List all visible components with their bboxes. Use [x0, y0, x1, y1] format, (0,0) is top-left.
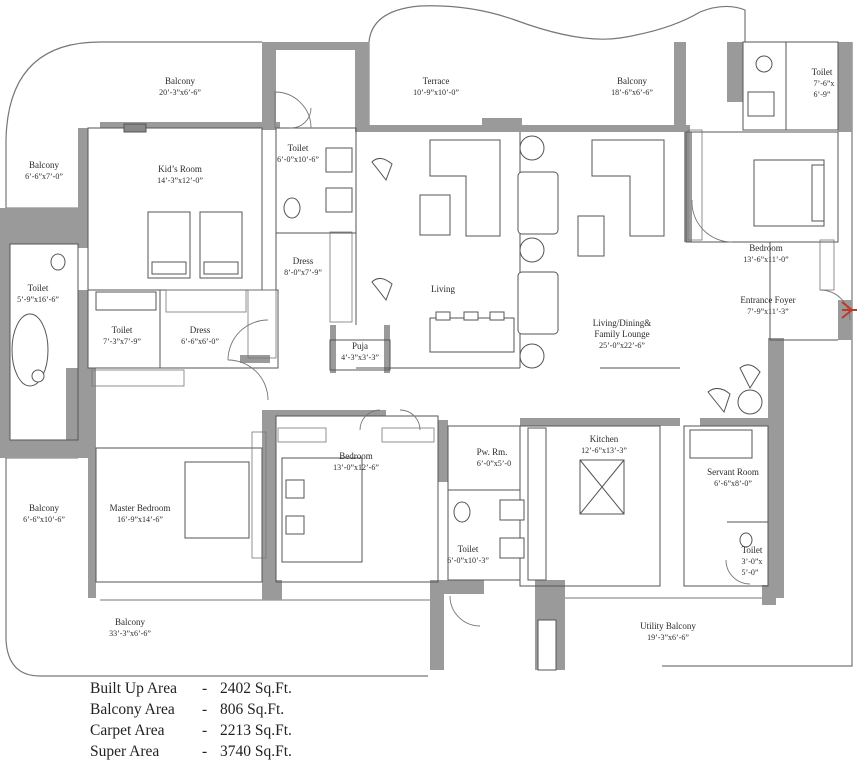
area-name: Super Area: [90, 743, 160, 760]
area-separator: -: [202, 743, 208, 760]
doors: [227, 91, 851, 627]
area-name: Carpet Area: [90, 722, 165, 739]
label-toilet-servant: Toilet: [742, 545, 763, 555]
dim-living-dining: 25’-0”x22’-6”: [599, 341, 645, 350]
dim-utility-balcony: 19’-3”x6’-6”: [647, 633, 689, 642]
label-balcony-left-lower: Balcony: [29, 503, 59, 513]
dim-entrance-foyer: 7’-9”x11’-3”: [747, 307, 789, 316]
label-balcony-top-right: Balcony: [617, 76, 647, 86]
label-entrance-foyer: Entrance Foyer: [740, 295, 795, 305]
label-pw-rm: Pw. Rm.: [477, 447, 508, 457]
label-living-dining-2: Family Lounge: [594, 329, 649, 339]
label-toilet-top-right: Toilet: [812, 67, 833, 77]
label-balcony-bottom: Balcony: [115, 617, 145, 627]
area-value: 2402 Sq.Ft.: [220, 680, 292, 697]
area-name: Built Up Area: [90, 680, 177, 697]
label-dress-mid: Dress: [293, 256, 314, 266]
dim-dress-master: 6’-6”x6’-0”: [181, 337, 219, 346]
label-dress-master: Dress: [190, 325, 211, 335]
label-utility-balcony: Utility Balcony: [640, 621, 696, 631]
label-terrace: Terrace: [423, 76, 450, 86]
label-balcony-top-left: Balcony: [165, 76, 195, 86]
dim-balcony-bottom: 33’-3”x6’-6”: [109, 629, 151, 638]
dim-pw-rm: 6’-0”x5’-0: [477, 459, 511, 468]
dim-balcony-left-upper: 6’-6”x7’-0”: [25, 172, 63, 181]
dim-toilet-left: 5’-9”x16’-6”: [17, 295, 59, 304]
dim-toilet-servant-1: 3’-0”x: [742, 557, 763, 566]
label-servant-room: Servant Room: [707, 467, 759, 477]
dim-toilet-kids: 6’-0”x10’-6”: [277, 155, 319, 164]
dim-toilet-mid: 6’-0”x10’-3”: [447, 556, 489, 565]
dim-kitchen: 12’-6”x13’-3”: [581, 446, 627, 455]
dim-toilet-master: 7’-3”x7’-9”: [103, 337, 141, 346]
label-master-bedroom: Master Bedroom: [110, 503, 171, 513]
area-row: Carpet Area - 2213 Sq.Ft.: [90, 720, 292, 741]
label-toilet-kids: Toilet: [288, 143, 309, 153]
dim-terrace: 10’-9”x10’-0”: [413, 88, 459, 97]
dim-kids-room: 14’-3”x12’-0”: [157, 176, 203, 185]
dim-toilet-servant-2: 5’-0”: [742, 568, 759, 577]
label-toilet-left: Toilet: [28, 283, 49, 293]
area-separator: -: [202, 722, 208, 739]
dim-balcony-left-lower: 6’-6”x10’-6”: [23, 515, 65, 524]
dim-dress-mid: 8’-0”x7’-9”: [284, 268, 322, 277]
label-bedroom-mid: Bedroom: [339, 451, 373, 461]
dim-master-bedroom: 16’-9”x14’-6”: [117, 515, 163, 524]
dim-toilet-top-right-1: 7’-6”x: [814, 79, 835, 88]
wardrobes: [91, 129, 835, 559]
label-balcony-left-upper: Balcony: [29, 160, 59, 170]
furniture: [11, 55, 825, 671]
label-kids-room: Kid’s Room: [158, 164, 202, 174]
dim-balcony-top-left: 20’-3”x6’-6”: [159, 88, 201, 97]
label-bedroom-right: Bedroom: [749, 243, 783, 253]
area-value: 3740 Sq.Ft.: [220, 743, 292, 760]
area-separator: -: [202, 680, 208, 697]
dim-balcony-top-right: 18’-6”x6’-6”: [611, 88, 653, 97]
dim-bedroom-mid: 13’-0”x12’-6”: [333, 463, 379, 472]
outer-outline: [5, 5, 853, 677]
room-labels: Balcony 20’-3”x6’-6” Terrace 10’-9”x10’-…: [17, 67, 834, 642]
area-separator: -: [202, 701, 208, 718]
label-living-dining-1: Living/Dining&: [593, 318, 652, 328]
area-summary: Built Up Area - 2402 Sq.Ft. Balcony Area…: [90, 678, 292, 762]
area-row: Super Area - 3740 Sq.Ft.: [90, 741, 292, 762]
label-toilet-mid: Toilet: [458, 544, 479, 554]
area-name: Balcony Area: [90, 701, 175, 718]
label-living: Living: [431, 284, 455, 294]
label-puja: Puja: [352, 341, 368, 351]
dim-puja: 4’-3”x3’-3”: [341, 353, 379, 362]
area-value: 806 Sq.Ft.: [220, 701, 285, 718]
area-value: 2213 Sq.Ft.: [220, 722, 292, 739]
dim-toilet-top-right-2: 6’-9”: [814, 90, 831, 99]
area-row: Balcony Area - 806 Sq.Ft.: [90, 699, 292, 720]
dim-servant-room: 6’-6”x8’-0”: [714, 479, 752, 488]
entrance-arrow-icon: [841, 301, 857, 319]
dim-bedroom-right: 13’-6”x11’-0”: [743, 255, 789, 264]
walls: [0, 42, 852, 670]
label-toilet-master: Toilet: [112, 325, 133, 335]
area-row: Built Up Area - 2402 Sq.Ft.: [90, 678, 292, 699]
label-kitchen: Kitchen: [590, 434, 619, 444]
